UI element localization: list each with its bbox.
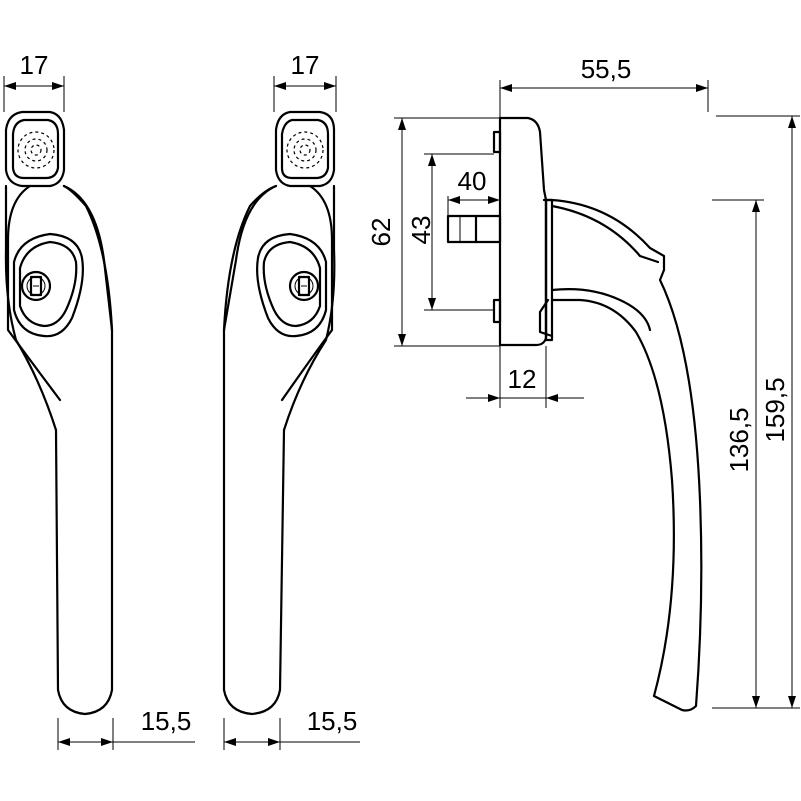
- dim-label-12: 12: [508, 364, 537, 394]
- dim-top-width-left: 17: [3, 50, 65, 112]
- handle-front-view-right: [222, 110, 336, 716]
- dim-total-length: 159,5: [712, 115, 800, 709]
- dim-rose-thickness: 12: [466, 346, 584, 408]
- dim-label-43: 43: [406, 216, 436, 245]
- dim-spindle-spacing: 43: [406, 153, 494, 311]
- dim-total-depth: 55,5: [499, 54, 709, 118]
- handle-front-view-left: [4, 110, 114, 716]
- dim-bottom-width-right: 15,5: [223, 706, 360, 750]
- dim-label-159-5: 159,5: [760, 377, 790, 442]
- dim-label-15-5-right: 15,5: [307, 706, 358, 736]
- dim-spindle-length: 40: [447, 166, 500, 216]
- dim-label-17-right: 17: [291, 50, 320, 80]
- dim-top-width-right: 17: [273, 50, 337, 112]
- handle-side-view: [446, 116, 703, 712]
- dim-label-17-left: 17: [20, 50, 49, 80]
- dim-label-136-5: 136,5: [724, 407, 754, 472]
- dim-label-62: 62: [366, 218, 396, 247]
- dim-label-15-5-left: 15,5: [141, 706, 192, 736]
- dim-rose-height: 62: [366, 117, 500, 347]
- dim-bottom-width-left: 15,5: [57, 706, 195, 750]
- dim-grip-length: 136,5: [712, 199, 764, 709]
- dim-label-55-5: 55,5: [581, 54, 632, 84]
- dim-label-40: 40: [458, 166, 487, 196]
